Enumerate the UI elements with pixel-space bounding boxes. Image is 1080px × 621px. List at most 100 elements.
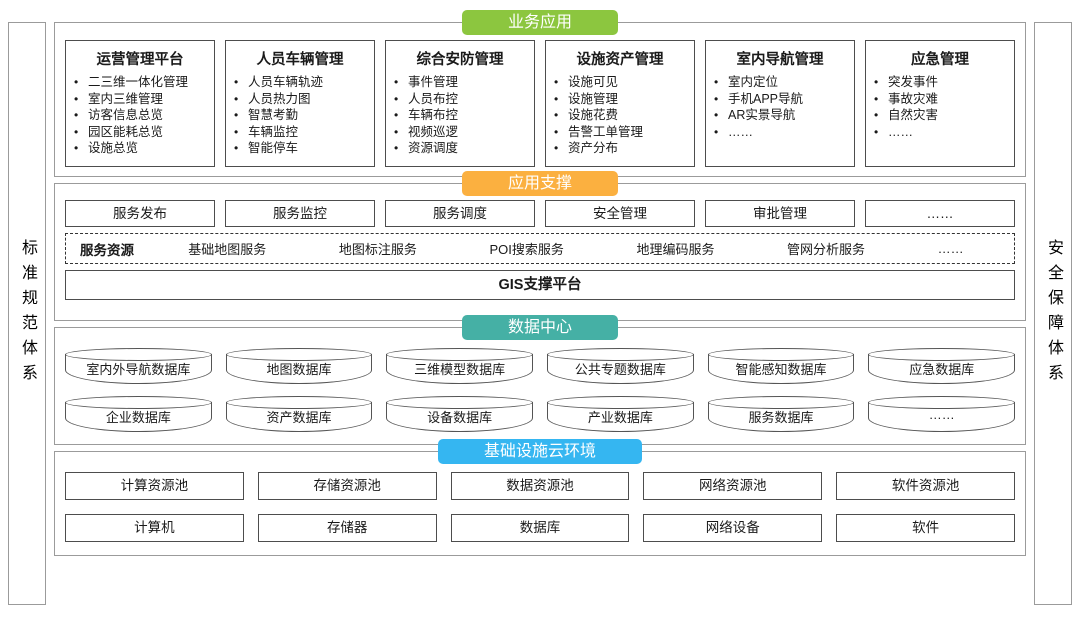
database-cylinder-industry[interactable]: 产业数据库 (547, 396, 694, 432)
list-item: •车辆监控 (234, 124, 370, 141)
database-label: 三维模型数据库 (414, 362, 506, 377)
list-item: • 告警工单管理 (554, 124, 690, 141)
cylinder-top (547, 396, 694, 409)
service-box-security[interactable]: 安全管理 (545, 200, 695, 227)
bullet-icon: • (74, 108, 79, 122)
resource-item-geocoding[interactable]: 地理编码服务 (636, 242, 715, 257)
list-item: •室内定位 (714, 74, 850, 91)
bullet-icon: • (234, 141, 239, 155)
list-item-label: 资产分布 (568, 141, 619, 155)
app-card-facility-asset-management[interactable]: 设施资产管理 •设施可见 •设施管理 •设施花费 •告警工单管理 •资产分布 (545, 40, 695, 167)
list-item-label: 二三维一体化管理 (88, 75, 189, 89)
left-pillar-label: 标准规范体系 (19, 238, 36, 389)
list-item: •手机APP导航 (714, 91, 850, 108)
bullet-icon: • (74, 141, 79, 155)
resource-item-map-annotation[interactable]: 地图标注服务 (338, 242, 417, 257)
app-card-indoor-navigation-management[interactable]: 室内导航管理 •室内定位 •手机APP导航 •AR实景导航 •…… (705, 40, 855, 167)
app-card-list: • 突发事件 • 事故灾难 •自然灾害 •…… (870, 74, 1010, 140)
resource-item-base-map[interactable]: 基础地图服务 (188, 242, 267, 257)
service-box-scheduling[interactable]: 服务调度 (385, 200, 535, 227)
list-item: •设施可见 (554, 74, 690, 91)
bullet-icon: • (554, 124, 559, 139)
database-cylinder-enterprise[interactable]: 企业数据库 (65, 396, 212, 432)
resource-pool-row: 计算资源池 存储资源池 数据资源池 网络资源池 软件资源池 (65, 462, 1015, 504)
bullet-icon: • (554, 141, 559, 155)
app-card-personnel-vehicle-management[interactable]: 人员车辆管理 •人员车辆轨迹 •人员热力图 •智慧考勤 •车辆监控 •智能停车 (225, 40, 375, 167)
hardware-box-computer[interactable]: 计算机 (65, 514, 244, 542)
database-label: …… (928, 407, 955, 422)
app-card-title: 人员车辆管理 (256, 52, 344, 68)
list-item: •…… (874, 124, 1010, 141)
database-cylinder-equipment[interactable]: 设备数据库 (386, 396, 534, 432)
pool-box-network[interactable]: 网络资源池 (643, 472, 823, 500)
resource-item-poi-search[interactable]: POI搜索服务 (489, 242, 564, 257)
database-cylinder-smart-sensing[interactable]: 智能感知数据库 (707, 348, 855, 384)
list-item: •设施花费 (554, 107, 690, 124)
layer-application-support: 应用支撑 服务发布 服务监控 服务调度 安全管理 审批管理 …… 服务资源 基础… (54, 171, 1026, 321)
gis-support-platform-bar[interactable]: GIS支撑平台 (65, 270, 1015, 300)
database-cylinder-more[interactable]: …… (868, 396, 1016, 432)
hardware-box-database[interactable]: 数据库 (450, 514, 630, 542)
right-pillar-label: 安全保障体系 (1045, 238, 1062, 389)
list-item-label: 告警工单管理 (568, 124, 644, 139)
app-card-list: •人员车辆轨迹 •人员热力图 •智慧考勤 •车辆监控 •智能停车 (230, 74, 370, 157)
cylinder-top (868, 348, 1016, 361)
database-cylinder-emergency[interactable]: 应急数据库 (868, 348, 1016, 384)
app-card-title: 应急管理 (911, 52, 969, 68)
list-item: • 资产分布 (554, 140, 690, 157)
pool-box-software[interactable]: 软件资源池 (836, 472, 1015, 500)
app-card-integrated-security-management[interactable]: 综合安防管理 •事件管理 •人员布控 •车辆布控 •视频巡逻 •资源调度 (385, 40, 535, 167)
list-item: •车辆布控 (394, 107, 530, 124)
layer-business-application: 业务应用 运营管理平台 •二三维一体化管理 •室内三维管理 •访客信息总览 •园… (54, 10, 1026, 177)
list-item-label: 突发事件 (888, 75, 939, 89)
banner-application-support: 应用支撑 (461, 171, 619, 196)
bullet-icon: • (394, 91, 399, 106)
list-item-label: 设施可见 (568, 75, 619, 89)
app-card-list: •事件管理 •人员布控 •车辆布控 •视频巡逻 •资源调度 (390, 74, 530, 157)
database-cylinder-indoor-outdoor-navigation[interactable]: 室内外导航数据库 (65, 348, 212, 384)
service-box-monitor[interactable]: 服务监控 (225, 200, 375, 227)
database-label: 服务数据库 (748, 410, 814, 425)
list-item-label: 视频巡逻 (408, 124, 459, 139)
pool-box-compute[interactable]: 计算资源池 (65, 472, 244, 500)
list-item-label: 自然灾害 (888, 108, 939, 122)
pool-box-data[interactable]: 数据资源池 (450, 472, 630, 500)
database-cylinder-3d-model[interactable]: 三维模型数据库 (386, 348, 534, 384)
list-item: •智能停车 (234, 140, 370, 157)
database-cylinder-public-thematic[interactable]: 公共专题数据库 (547, 348, 694, 384)
database-cylinder-service[interactable]: 服务数据库 (707, 396, 855, 432)
list-item: •自然灾害 (874, 107, 1010, 124)
app-card-operation-management[interactable]: 运营管理平台 •二三维一体化管理 •室内三维管理 •访客信息总览 •园区能耗总览… (65, 40, 215, 167)
service-box-approval[interactable]: 审批管理 (705, 200, 855, 227)
app-card-title: 综合安防管理 (416, 52, 504, 68)
cylinder-top (65, 396, 212, 409)
bullet-icon: • (234, 108, 239, 122)
service-box-publish[interactable]: 服务发布 (65, 200, 215, 227)
app-card-title: 运营管理平台 (96, 52, 184, 68)
cylinder-top (547, 348, 694, 361)
resource-item-more[interactable]: …… (937, 241, 964, 256)
cylinder-top (707, 348, 855, 361)
hardware-box-network-device[interactable]: 网络设备 (643, 514, 823, 542)
hardware-box-storage-device[interactable]: 存储器 (257, 514, 437, 542)
pool-box-storage[interactable]: 存储资源池 (257, 472, 437, 500)
database-row-2: 企业数据库 资产数据库 设备数据库 产业数据库 (65, 393, 1016, 435)
bullet-icon: • (394, 108, 399, 122)
service-box-more[interactable]: …… (865, 200, 1015, 227)
cylinder-top (225, 396, 373, 409)
database-label: 产业数据库 (587, 410, 653, 425)
database-cylinder-map[interactable]: 地图数据库 (225, 348, 373, 384)
list-item-label: 资源调度 (408, 141, 459, 155)
list-item-label: 事故灾难 (888, 91, 939, 106)
list-item-label: 人员布控 (408, 91, 459, 106)
database-cylinder-asset[interactable]: 资产数据库 (225, 396, 373, 432)
resource-item-pipe-network-analysis[interactable]: 管网分析服务 (787, 242, 866, 257)
list-item-label: 设施总览 (88, 141, 139, 155)
list-item-label: 园区能耗总览 (88, 124, 164, 139)
bullet-icon: • (874, 91, 879, 106)
hardware-box-software[interactable]: 软件 (836, 514, 1015, 542)
list-item: • 事故灾难 (874, 91, 1010, 108)
app-card-emergency-management[interactable]: 应急管理 • 突发事件 • 事故灾难 •自然灾害 •…… (865, 40, 1015, 167)
bullet-icon: • (394, 141, 399, 155)
database-label: 资产数据库 (266, 410, 332, 425)
